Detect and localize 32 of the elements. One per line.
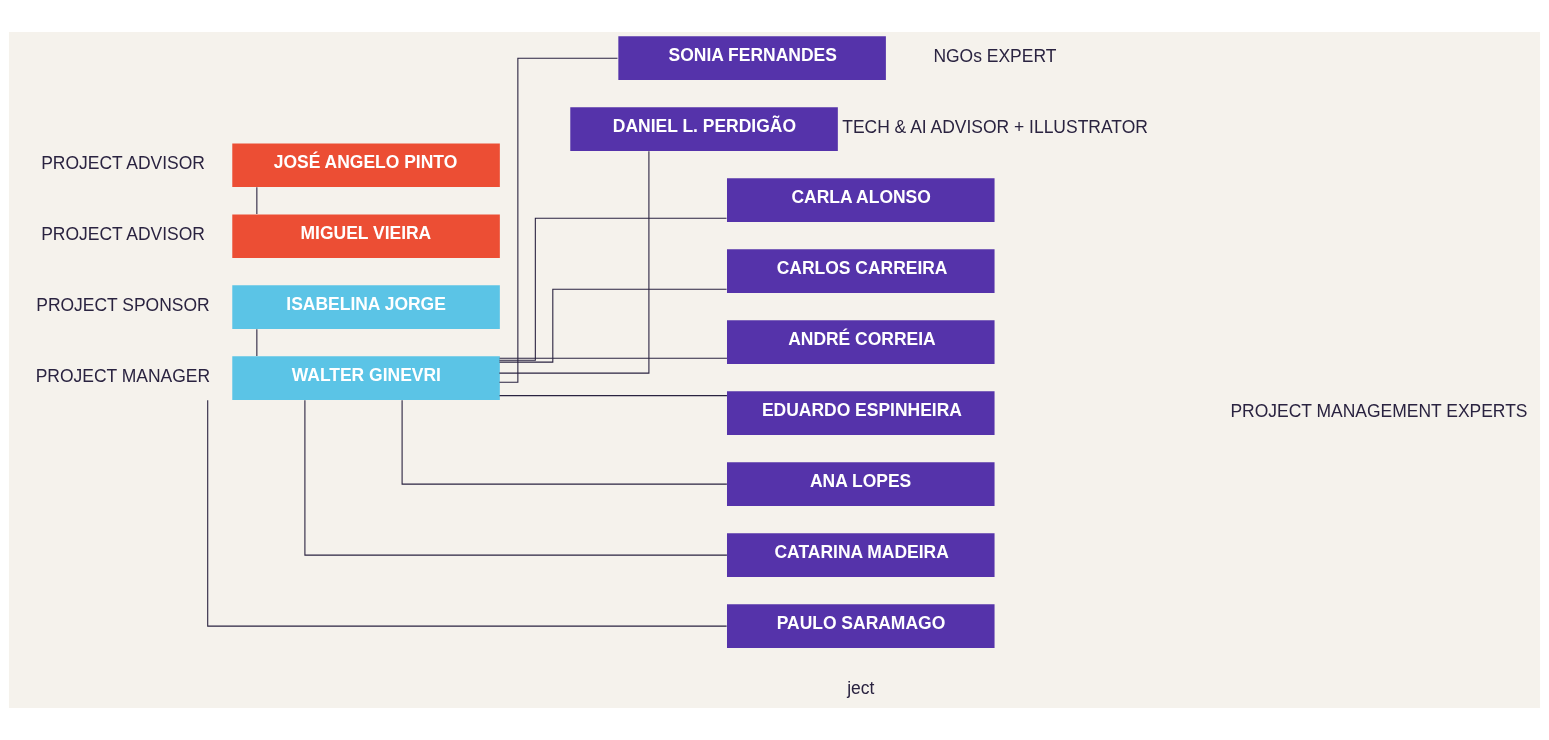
node-label: PROJECT SPONSOR (36, 295, 210, 316)
node-box: MIGUEL VIEIRA (232, 214, 500, 259)
node-label: NGOs EXPERT (933, 46, 1057, 67)
node-box: ANDRÉ CORREIA (727, 320, 995, 364)
connector (498, 57, 619, 383)
node-box: EDUARDO ESPINHEIRA (727, 391, 995, 435)
node-box: ISABELINA JORGE (232, 285, 500, 330)
connector (401, 399, 728, 485)
node-label: PROJECT MANAGER (35, 366, 211, 387)
connector (498, 217, 728, 361)
node-box: ANA LOPES (727, 462, 995, 506)
node-box: WALTER GINEVRI (232, 356, 500, 401)
node-label: PROJECT ADVISOR (41, 153, 205, 174)
node-box: SONIA FERNANDES (618, 36, 886, 81)
node-box: CARLOS CARREIRA (727, 249, 995, 293)
label: ject (847, 677, 875, 698)
label: PROJECT MANAGEMENT EXPERTS (1230, 401, 1528, 422)
node-box: CARLA ALONSO (727, 178, 995, 222)
connector (499, 395, 728, 397)
connector (498, 288, 728, 363)
connector (499, 357, 728, 359)
connector (304, 399, 728, 556)
node-box: JOSÉ ANGELO PINTO (232, 143, 500, 188)
connector (256, 186, 258, 215)
node-box: PAULO SARAMAGO (727, 604, 995, 648)
node-box: CATARINA MADEIRA (727, 533, 995, 577)
node-label: PROJECT ADVISOR (41, 224, 205, 245)
connector (498, 150, 650, 374)
connector (256, 328, 258, 357)
connector (207, 399, 728, 627)
node-label: TECH & AI ADVISOR + ILLUSTRATOR (842, 117, 1148, 138)
node-box: DANIEL L. PERDIGÃO (570, 107, 838, 152)
